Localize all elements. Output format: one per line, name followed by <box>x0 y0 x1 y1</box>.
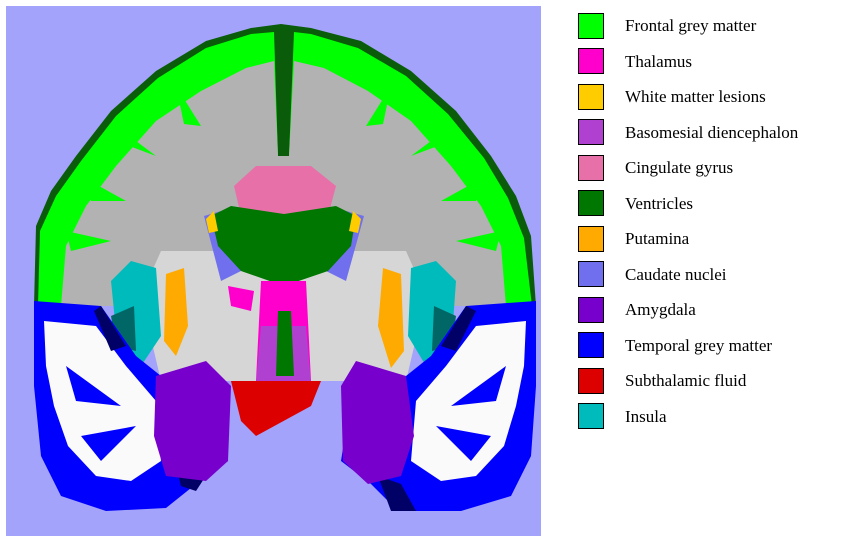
legend-item: Thalamus <box>578 44 838 80</box>
legend-swatch <box>578 13 604 39</box>
legend-label: Putamina <box>625 230 689 247</box>
legend-item: Basomesial diencephalon <box>578 115 838 151</box>
legend-swatch <box>578 368 604 394</box>
legend-swatch <box>578 403 604 429</box>
amygdala-left <box>154 361 231 481</box>
legend-item: Amygdala <box>578 292 838 328</box>
legend-swatch <box>578 119 604 145</box>
legend-label: Cingulate gyrus <box>625 159 733 176</box>
legend-swatch <box>578 261 604 287</box>
legend-label: White matter lesions <box>625 88 766 105</box>
legend-item: White matter lesions <box>578 79 838 115</box>
amygdala-right <box>341 361 414 484</box>
legend-item: Cingulate gyrus <box>578 150 838 186</box>
interhemispheric-fissure <box>279 28 289 156</box>
brain-segmentation-figure <box>6 6 541 536</box>
third-ventricle <box>276 311 294 376</box>
legend-item: Temporal grey matter <box>578 328 838 364</box>
legend-item: Subthalamic fluid <box>578 363 838 399</box>
legend-swatch <box>578 226 604 252</box>
legend-label: Insula <box>625 408 667 425</box>
legend-label: Thalamus <box>625 53 692 70</box>
legend-swatch <box>578 332 604 358</box>
legend-swatch <box>578 190 604 216</box>
legend-item: Putamina <box>578 221 838 257</box>
legend-label: Ventricles <box>625 195 693 212</box>
legend-item: Ventricles <box>578 186 838 222</box>
legend-label: Caudate nuclei <box>625 266 727 283</box>
legend-swatch <box>578 84 604 110</box>
legend-item: Frontal grey matter <box>578 8 838 44</box>
legend-label: Amygdala <box>625 301 696 318</box>
legend-item: Insula <box>578 399 838 435</box>
legend-label: Basomesial diencephalon <box>625 124 798 141</box>
legend-swatch <box>578 297 604 323</box>
legend-swatch <box>578 48 604 74</box>
legend-label: Subthalamic fluid <box>625 372 746 389</box>
legend-swatch <box>578 155 604 181</box>
legend-label: Temporal grey matter <box>625 337 772 354</box>
legend-item: Caudate nuclei <box>578 257 838 293</box>
legend-label: Frontal grey matter <box>625 17 756 34</box>
